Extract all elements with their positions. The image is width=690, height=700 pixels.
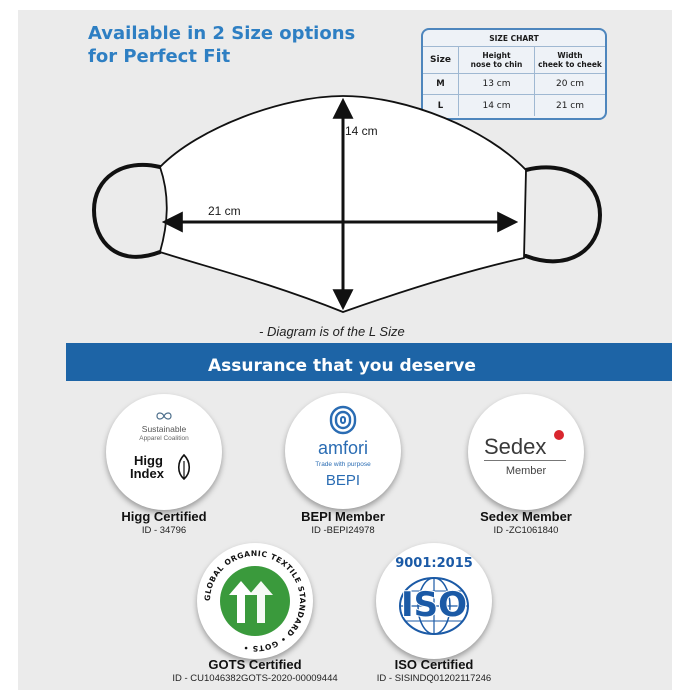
height-cell: 14 cm: [459, 95, 535, 116]
bepi-cert-id: ID -BEPI24978: [311, 525, 375, 536]
iso-cert-name: ISO Certified: [394, 657, 474, 672]
width-cell: 21 cm: [555, 100, 585, 111]
height-cell: 13 cm: [459, 74, 535, 94]
table-row: M 13 cm 20 cm: [423, 74, 605, 95]
sedex-divider: [484, 460, 566, 461]
amfori-logo-tagline: Trade with purpose: [315, 461, 371, 468]
column-header-width-line-1: Width: [557, 51, 583, 60]
sedex-dot-icon: [554, 430, 564, 440]
assurance-banner: [66, 343, 672, 381]
column-header-width-line-2: cheek to cheek: [538, 60, 602, 69]
amfori-logo-bepi: BEPI: [325, 472, 361, 489]
gots-cert-id: ID - CU1046382GOTS-2020-00009444: [172, 673, 338, 684]
sedex-cert-id: ID -ZC1061840: [493, 525, 559, 536]
higg-cert-id: ID - 34796: [141, 525, 187, 536]
gots-shirt-right-icon: [249, 581, 273, 623]
bepi-cert-name: BEPI Member: [301, 509, 385, 524]
assurance-title: Assurance that you deserve: [208, 356, 476, 376]
table-row: L 14 cm 21 cm: [423, 95, 605, 116]
width-measure-label: 21 cm: [208, 204, 241, 218]
headline: Available in 2 Size options for Perfect …: [88, 22, 408, 68]
iso-cert-id: ID - SISINDQ01202117246: [376, 673, 492, 684]
size-cell: M: [423, 74, 459, 94]
iso-logo-badge: 9001:2015 ISO: [376, 543, 492, 659]
gots-logo: GLOBAL ORGANIC TEXTILE STANDARD • GOTS •: [203, 549, 307, 653]
column-header-height-line-2: nose to chin: [470, 60, 523, 69]
gots-logo-badge: GLOBAL ORGANIC TEXTILE STANDARD • GOTS •: [197, 543, 313, 659]
sedex-logo-badge: Sedex Member: [468, 394, 584, 510]
amfori-swirl-icon: [329, 405, 357, 435]
column-header-height-line-1: Height: [482, 51, 511, 60]
higg-logo-line-2: Apparel Coalition: [139, 435, 189, 442]
left-ear-loop: [91, 162, 162, 259]
gots-shirt-left-icon: [229, 581, 253, 623]
product-info-panel: Available in 2 Size options for Perfect …: [18, 10, 672, 690]
amfori-logo-brand: amfori: [317, 438, 368, 458]
height-measure-label: 14 cm: [345, 124, 378, 138]
size-chart-title: SIZE CHART: [423, 30, 605, 47]
sedex-cert-name: Sedex Member: [480, 509, 572, 524]
gots-cert-name: GOTS Certified: [208, 657, 302, 672]
higg-logo-badge: Sustainable Apparel Coalition Higg Index: [106, 394, 222, 510]
globe-icon: [399, 577, 469, 635]
higg-logo-line-1: Sustainable: [141, 424, 187, 434]
iso-logo-mark: ISO: [400, 584, 468, 626]
diagram-note: - Diagram is of the L Size: [259, 324, 405, 339]
width-cell: 20 cm: [555, 79, 585, 89]
size-cell: L: [423, 95, 459, 116]
infinity-icon: [156, 412, 172, 420]
sedex-logo-member: Member: [505, 465, 547, 477]
higg-logo-index: Index: [130, 466, 164, 481]
iso-logo-standard: 9001:2015: [395, 556, 473, 571]
headline-line-2: for Perfect Fit: [88, 46, 231, 67]
higg-cert-name: Higg Certified: [121, 509, 207, 524]
headline-line-1: Available in 2 Size options: [88, 23, 356, 44]
column-header-size: Size: [423, 47, 459, 73]
higg-logo-higg: Higg: [134, 453, 163, 468]
mask-diagram: [91, 95, 603, 313]
right-ear-loop: [524, 165, 603, 264]
sedex-logo-brand: Sedex: [484, 434, 547, 459]
leaf-icon: [177, 453, 191, 481]
amfori-logo-badge: amfori Trade with purpose BEPI: [285, 393, 401, 509]
gots-green-disc: [220, 566, 290, 636]
